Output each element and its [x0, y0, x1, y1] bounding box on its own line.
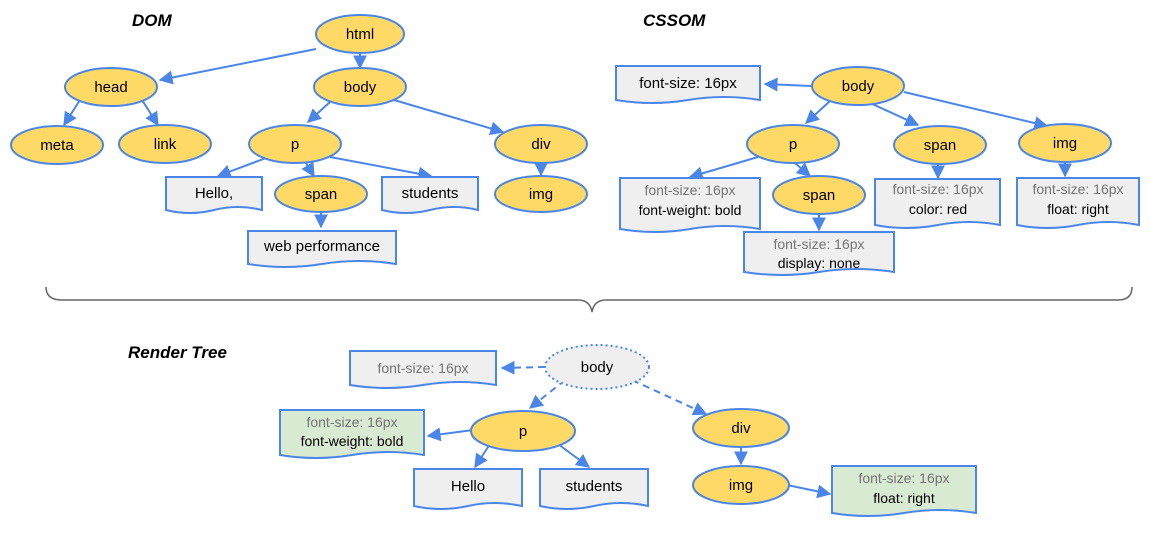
cssom-node-p: p: [746, 124, 840, 164]
dom-node-body: body: [313, 67, 407, 107]
render-tree-p-style: font-size: 16px font-weight: bold: [279, 409, 425, 459]
render-tree-node-p-label: p: [519, 423, 527, 440]
dom-node-head: head: [64, 67, 158, 107]
render-tree-node-img: img: [692, 465, 790, 505]
dom-node-div-label: div: [531, 136, 551, 153]
dom-node-meta-label: meta: [40, 137, 74, 154]
dom-text-web-performance: web performance: [247, 230, 397, 268]
merge-brace: [45, 286, 1133, 313]
cssom-node-img-label: img: [1053, 135, 1077, 152]
dom-text-hello-label: Hello,: [195, 185, 233, 202]
render-tree-node-img-label: img: [729, 477, 753, 494]
render-tree-body-style-label: font-size: 16px: [377, 360, 468, 376]
dom-text-hello: Hello,: [165, 176, 263, 214]
render-tree-node-div: div: [692, 408, 790, 448]
cssom-img-style: font-size: 16px float: right: [1016, 177, 1140, 229]
cssom-node-body-label: body: [842, 78, 875, 95]
cssom-span-nested-style: font-size: 16px display: none: [743, 231, 895, 276]
dom-node-div: div: [494, 124, 588, 164]
dom-text-students: students: [381, 176, 479, 214]
dom-node-p-label: p: [291, 136, 299, 153]
cssom-body-style-label: font-size: 16px: [639, 75, 737, 92]
render-tree-img-style-own: float: right: [873, 490, 935, 506]
cssom-node-span-nested: span: [772, 175, 866, 215]
render-tree-text-students: students: [539, 468, 649, 510]
dom-node-html: html: [315, 14, 405, 54]
dom-node-body-label: body: [344, 79, 377, 96]
cssom-node-body: body: [811, 66, 905, 106]
render-tree-body-style: font-size: 16px: [349, 350, 497, 389]
dom-node-html-label: html: [346, 26, 374, 43]
render-tree-section-title: Render Tree: [128, 343, 227, 362]
render-tree-node-body-label: body: [581, 359, 614, 376]
render-tree-node-body: body: [544, 344, 650, 390]
dom-text-students-label: students: [402, 185, 459, 202]
cssom-edges: [688, 77, 1072, 232]
cssom-section-title: CSSOM: [643, 11, 706, 30]
dom-section-title: DOM: [132, 11, 173, 30]
dom-node-head-label: head: [94, 79, 127, 96]
cssom-span-nested-style-inherited: font-size: 16px: [773, 236, 864, 252]
cssom-node-span-top: span: [893, 125, 987, 165]
cssom-span-nested-style-own: display: none: [778, 255, 861, 271]
render-tree-edges: [426, 360, 832, 499]
cssom-node-p-label: p: [789, 136, 797, 153]
cssom-img-style-own: float: right: [1047, 201, 1109, 217]
dom-node-img: img: [494, 175, 588, 213]
render-tree-p-style-own: font-weight: bold: [301, 433, 404, 449]
cssom-node-img: img: [1018, 123, 1112, 163]
render-tree-img-style-inherited: font-size: 16px: [858, 470, 949, 486]
cssom-img-style-inherited: font-size: 16px: [1032, 181, 1123, 197]
cssom-node-span-top-label: span: [924, 137, 957, 154]
cssom-span-top-style: font-size: 16px color: red: [874, 178, 1001, 229]
render-tree-node-div-label: div: [731, 420, 751, 437]
dom-node-span-label: span: [305, 186, 338, 203]
dom-node-img-label: img: [529, 186, 553, 203]
cssom-p-style-inherited: font-size: 16px: [644, 182, 735, 198]
dom-node-meta: meta: [10, 125, 104, 165]
dom-node-span: span: [274, 175, 368, 213]
cssom-p-style: font-size: 16px font-weight: bold: [619, 177, 761, 233]
cssom-span-top-style-own: color: red: [909, 201, 967, 217]
render-tree-text-hello-label: Hello: [451, 478, 485, 495]
dom-text-web-performance-label: web performance: [263, 238, 380, 255]
render-tree-text-students-label: students: [566, 478, 623, 495]
cssom-p-style-own: font-weight: bold: [639, 202, 742, 218]
dom-node-link-label: link: [154, 136, 177, 153]
cssom-node-span-nested-label: span: [803, 187, 836, 204]
dom-node-p: p: [248, 124, 342, 164]
cssom-body-style: font-size: 16px: [615, 65, 761, 104]
render-tree-text-hello: Hello: [413, 468, 523, 510]
render-tree-img-style: font-size: 16px float: right: [831, 465, 977, 517]
cssom-span-top-style-inherited: font-size: 16px: [892, 181, 983, 197]
dom-node-link: link: [118, 124, 212, 164]
render-tree-p-style-inherited: font-size: 16px: [306, 414, 397, 430]
render-tree-node-p: p: [470, 410, 576, 452]
